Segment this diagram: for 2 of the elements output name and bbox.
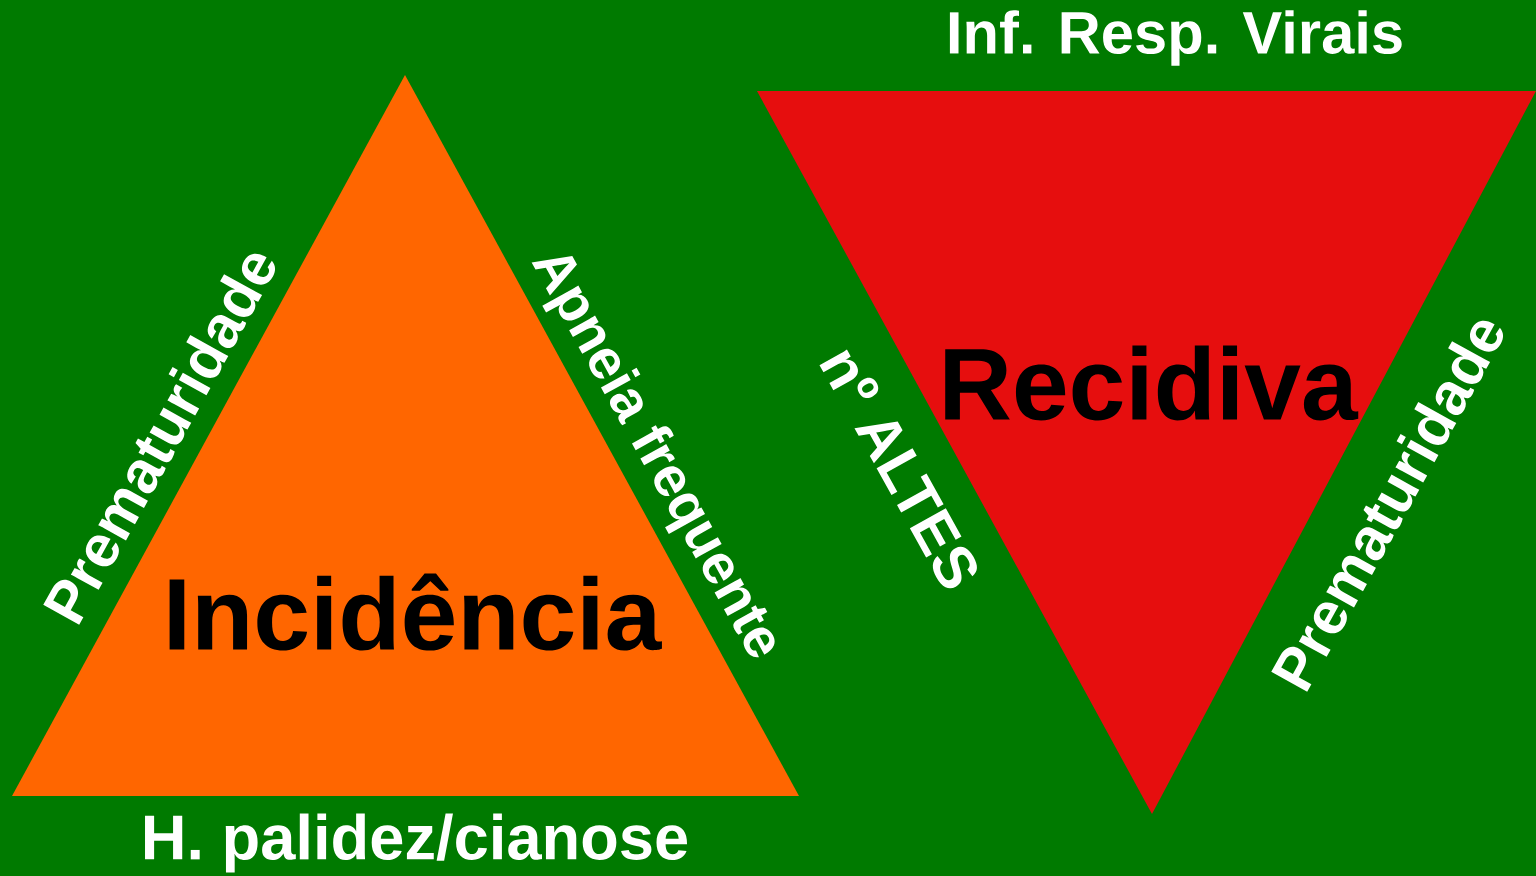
- side-label: Inf. Resp. Virais: [949, 10, 1402, 66]
- side-label: H. palidez/cianose: [145, 813, 688, 873]
